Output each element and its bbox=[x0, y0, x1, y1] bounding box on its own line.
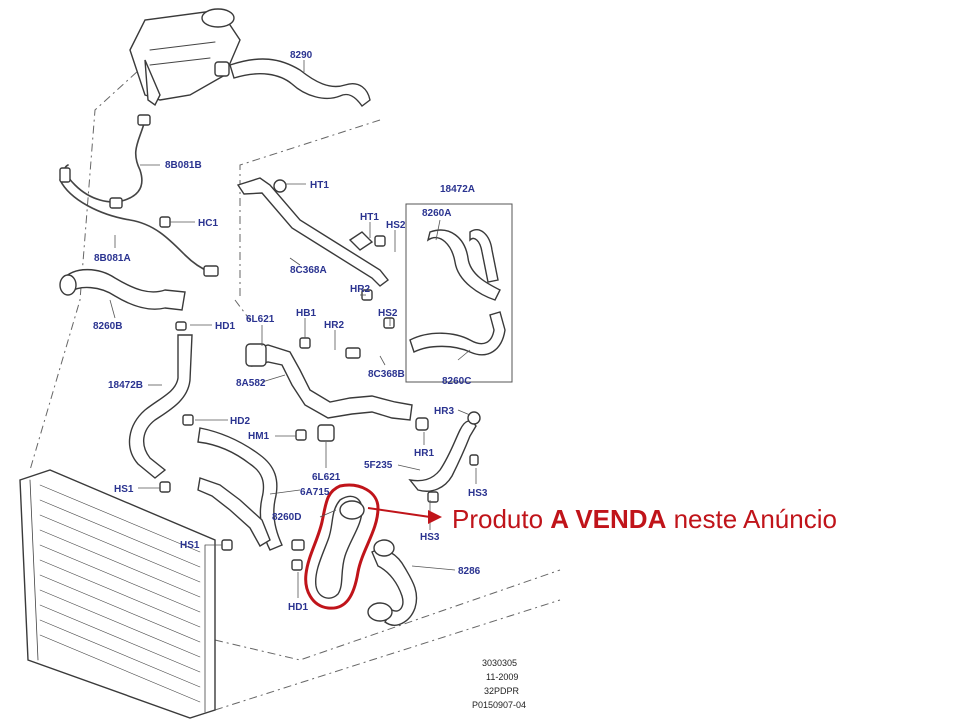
label-8286: 8286 bbox=[458, 566, 481, 577]
label-hb1: HB1 bbox=[296, 308, 316, 319]
label-hc1: HC1 bbox=[198, 218, 218, 229]
label-hr2-mid: HR2 bbox=[324, 320, 344, 331]
sale-callout-prefix: Produto bbox=[452, 504, 550, 534]
label-6l621-top: 6L621 bbox=[246, 314, 275, 325]
hose-8260d bbox=[304, 483, 380, 610]
label-8260a: 8260A bbox=[422, 208, 451, 219]
label-8260b: 8260B bbox=[93, 321, 122, 332]
label-8260d: 8260D bbox=[272, 512, 301, 523]
label-ht1-mid: HT1 bbox=[360, 212, 379, 223]
label-8260c: 8260C bbox=[442, 376, 471, 387]
label-hs1-top: HS1 bbox=[114, 484, 134, 495]
radiator bbox=[19, 469, 216, 719]
label-8b081b: 8B081B bbox=[165, 160, 202, 171]
part-labels: 8290 8B081B 8B081A HC1 HT1 HT1 HS2 18472… bbox=[93, 50, 488, 613]
expansion-tank bbox=[129, 8, 241, 107]
sale-callout-suffix: neste Anúncio bbox=[666, 504, 837, 534]
box-18472a bbox=[405, 203, 513, 383]
leader-lines bbox=[109, 60, 477, 598]
hose-8286 bbox=[367, 539, 418, 626]
hose-8260b bbox=[59, 268, 186, 311]
label-8b081a: 8B081A bbox=[94, 253, 131, 264]
reference-line-2: 11-2009 bbox=[486, 672, 518, 682]
hose-6a715 bbox=[197, 427, 283, 551]
hose-8a582 bbox=[245, 343, 413, 442]
highlight-outline bbox=[304, 483, 380, 610]
label-hd1-top: HD1 bbox=[215, 321, 235, 332]
fittings bbox=[159, 216, 479, 571]
label-18472a: 18472A bbox=[440, 184, 475, 195]
pipe-8c368a bbox=[236, 177, 389, 287]
label-5f235: 5F235 bbox=[364, 460, 393, 471]
label-hd1-bottom: HD1 bbox=[288, 602, 308, 613]
label-hs1-bottom: HS1 bbox=[180, 540, 200, 551]
label-8c368b: 8C368B bbox=[368, 369, 405, 380]
label-ht1-top: HT1 bbox=[310, 180, 329, 191]
label-8c368a: 8C368A bbox=[290, 265, 327, 276]
label-hs2-mid: HS2 bbox=[378, 308, 398, 319]
label-6l621-bottom: 6L621 bbox=[312, 472, 341, 483]
label-hr1: HR1 bbox=[414, 448, 434, 459]
reference-line-4: P0150907-04 bbox=[472, 700, 526, 710]
hose-8290 bbox=[229, 58, 371, 107]
label-8290: 8290 bbox=[290, 50, 313, 61]
label-18472b: 18472B bbox=[108, 380, 143, 391]
label-6a715: 6A715 bbox=[300, 487, 330, 498]
label-hm1: HM1 bbox=[248, 431, 270, 442]
hose-5f235 bbox=[408, 411, 481, 492]
hose-18472b bbox=[128, 334, 193, 479]
sale-callout: Produto A VENDA neste Anúncio bbox=[452, 504, 837, 534]
label-hr3: HR3 bbox=[434, 406, 454, 417]
label-hs3-lower: HS3 bbox=[420, 532, 440, 543]
reference-line-3: 32PDPR bbox=[484, 686, 520, 696]
label-hd2: HD2 bbox=[230, 416, 250, 427]
reference-line-1: 3030305 bbox=[482, 658, 517, 668]
label-hs3-right: HS3 bbox=[468, 488, 488, 499]
callout-arrow bbox=[367, 507, 442, 524]
sensor-wire bbox=[59, 114, 219, 277]
label-hr2-top: HR2 bbox=[350, 284, 370, 295]
sale-callout-emphasis: A VENDA bbox=[550, 504, 666, 534]
reference-block: 3030305 11-2009 32PDPR P0150907-04 bbox=[472, 658, 526, 710]
label-hs2-top: HS2 bbox=[386, 220, 406, 231]
label-8a582: 8A582 bbox=[236, 378, 266, 389]
